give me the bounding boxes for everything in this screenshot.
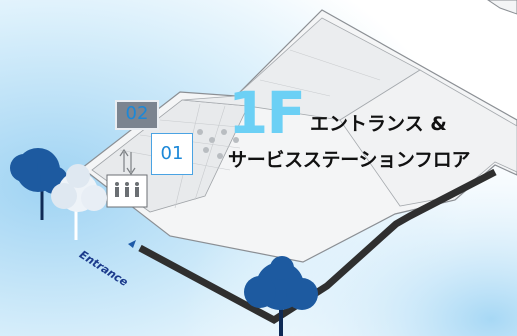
rear-room [339,69,517,207]
elevator-icon[interactable] [106,174,148,208]
walkway-path [138,168,497,325]
floor-marker-02[interactable]: 02 [115,100,159,130]
tree-icon [244,256,318,336]
tree-icon [51,164,107,240]
entrance-arrow-icon [128,240,136,248]
floor-marker-01[interactable]: 01 [151,133,193,175]
upper-corner [487,0,517,15]
floor-title: 1F エントランス & サービスステーションフロア [228,82,517,192]
floor-name-line2: サービスステーションフロア [228,149,471,171]
floor-number: 1F [228,79,306,147]
furniture-dots [197,129,239,159]
floor-name-line1: エントランス & [310,113,447,135]
lift-arrows-icon [119,148,136,176]
